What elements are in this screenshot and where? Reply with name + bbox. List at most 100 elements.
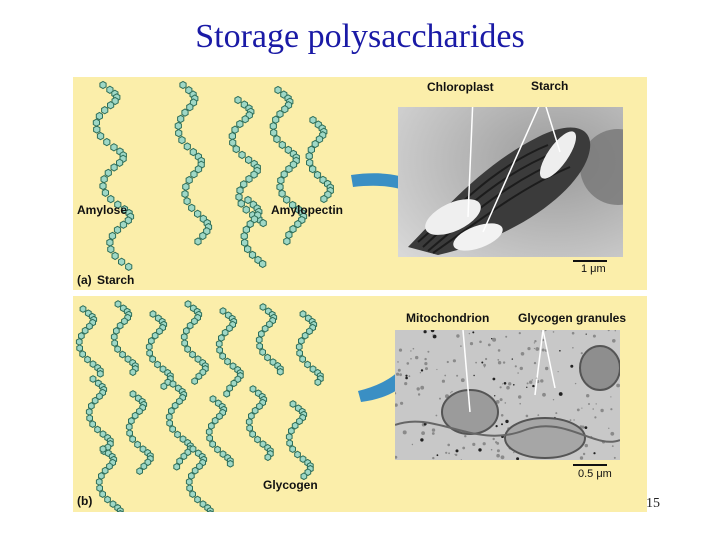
micrograph-speckle (513, 451, 515, 454)
glucose-unit (285, 433, 293, 441)
glucose-unit (107, 245, 115, 254)
glucose-unit (95, 111, 103, 121)
glucose-unit (169, 425, 176, 433)
glucose-unit (136, 407, 143, 416)
glucose-unit (221, 328, 229, 337)
glucose-unit (75, 338, 83, 346)
micrograph-speckle (421, 431, 425, 435)
glucose-unit (185, 86, 193, 95)
micrograph-speckle (505, 419, 509, 424)
glucose-unit (272, 115, 280, 124)
glucose-unit (238, 150, 246, 160)
glucose-unit (131, 411, 139, 420)
micrograph-speckle (607, 330, 610, 332)
glucose-unit (195, 372, 203, 381)
micrograph-speckle (495, 425, 498, 428)
glucose-unit (289, 400, 297, 408)
glucose-unit (151, 331, 159, 340)
micrograph-speckle (540, 379, 544, 383)
glucose-unit (215, 340, 223, 348)
micrograph-speckle (592, 334, 596, 338)
glucose-unit (254, 435, 261, 444)
micrograph-speckle (558, 392, 563, 396)
glucose-unit (119, 220, 128, 229)
glucose-unit (145, 343, 153, 351)
micrograph-speckle (544, 330, 547, 332)
micrograph-speckle (481, 361, 484, 364)
glucose-unit (165, 413, 173, 421)
glucose-unit (111, 339, 118, 347)
glucose-unit (313, 170, 322, 180)
micrograph-speckle (495, 400, 500, 404)
glucose-unit (101, 466, 109, 475)
micrograph-speckle (448, 452, 450, 455)
micrograph-speckle (542, 392, 546, 397)
glucose-unit (294, 219, 302, 229)
micrograph-speckle (505, 335, 508, 338)
micrograph-speckle (408, 375, 411, 378)
micrograph-speckle (420, 385, 425, 390)
glucose-unit (136, 467, 143, 475)
micrograph-speckle (419, 372, 422, 374)
glucose-unit (264, 453, 272, 462)
glucose-unit (230, 379, 238, 388)
micrograph-speckle (555, 412, 558, 415)
glucose-unit (248, 250, 257, 260)
glucose-unit (121, 317, 128, 326)
glucose-unit (99, 445, 107, 453)
glucose-unit (86, 322, 93, 331)
glucose-unit (194, 209, 202, 218)
panel-a-letter: (a) (77, 273, 92, 287)
glucose-unit (219, 307, 227, 315)
glucose-unit (184, 300, 192, 308)
glucose-unit (191, 466, 199, 475)
glucose-unit (245, 155, 253, 165)
glucose-unit (184, 345, 191, 353)
micrograph-speckle (499, 386, 502, 389)
glucose-unit (234, 95, 242, 105)
glucose-unit (99, 490, 106, 498)
micrograph-speckle (526, 382, 529, 385)
glucose-unit (126, 429, 133, 437)
glycogen-label: Glycogen (263, 478, 318, 492)
glucose-unit (281, 105, 289, 114)
micrograph-speckle (533, 347, 535, 350)
micrograph-speckle (456, 334, 460, 338)
glucose-unit (284, 145, 292, 155)
micrograph-speckle (473, 374, 475, 377)
micrograph-speckle (592, 408, 594, 410)
glucose-unit (185, 175, 193, 185)
glucose-unit (216, 346, 223, 354)
micrograph-speckle (462, 446, 466, 450)
micrograph-speckle (500, 455, 505, 460)
micrograph-speckle (532, 384, 535, 388)
micrograph-speckle (574, 382, 577, 385)
glucose-unit (119, 350, 126, 359)
micrograph-speckle (404, 382, 408, 386)
glucose-unit (125, 423, 133, 431)
micrograph-speckle (569, 419, 572, 421)
micrograph-speckle (508, 382, 512, 386)
micrograph-speckle (581, 407, 583, 409)
glucose-unit (232, 144, 240, 154)
slide-title: Storage polysaccharides (195, 18, 525, 55)
glucose-unit (178, 135, 186, 145)
micrograph-speckle (531, 379, 533, 381)
micrograph-speckle (468, 332, 471, 335)
glucose-unit (149, 355, 156, 363)
glucose-unit (96, 131, 105, 141)
micrograph-speckle (472, 331, 475, 334)
micrograph-speckle (533, 361, 537, 365)
micrograph-speckle (557, 371, 559, 373)
glucose-unit (107, 194, 115, 204)
glucose-unit (125, 262, 133, 271)
glucose-unit (116, 321, 124, 330)
micrograph-speckle (402, 430, 407, 435)
glucose-unit (183, 197, 191, 206)
micrograph-speckle (420, 369, 424, 372)
glucose-unit (107, 101, 115, 110)
micrograph-speckle (519, 402, 521, 405)
glucose-unit (154, 360, 161, 369)
blue-arrow-b (358, 348, 423, 402)
glucose-unit (219, 352, 226, 360)
